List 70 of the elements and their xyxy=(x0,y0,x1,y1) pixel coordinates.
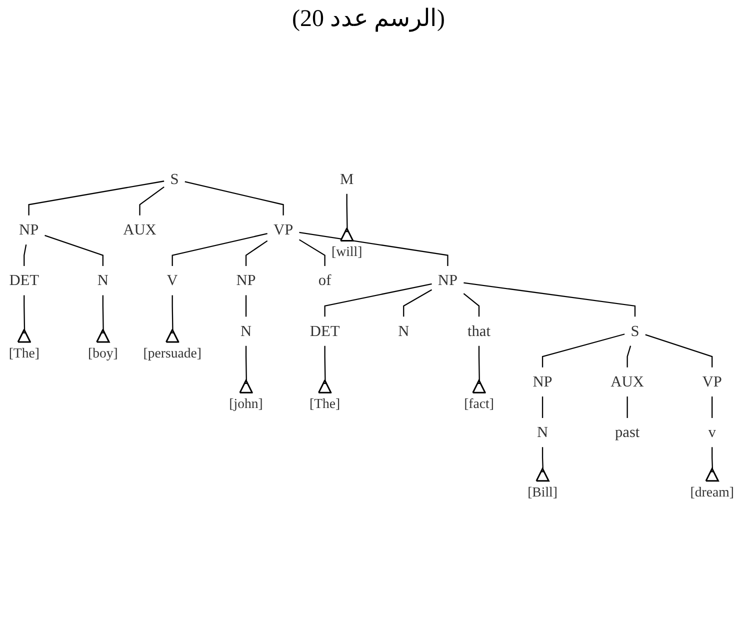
branch-line xyxy=(542,334,625,368)
branch-line xyxy=(403,289,432,317)
branch-line xyxy=(24,295,26,330)
branch-line xyxy=(346,194,348,229)
tree-label: NP xyxy=(438,272,458,290)
tree-label: that xyxy=(468,322,491,340)
branch-line xyxy=(299,232,448,266)
branch-line xyxy=(139,186,164,216)
tree-label: v xyxy=(708,424,716,441)
tree-label: NP xyxy=(19,222,39,238)
word-label: [boy] xyxy=(88,345,118,360)
triangle-symbol xyxy=(318,380,332,394)
tree-label: N xyxy=(537,424,548,441)
triangle-symbol xyxy=(705,468,719,482)
branch-line xyxy=(712,447,714,470)
branch-line xyxy=(245,295,247,317)
word-label: [john] xyxy=(229,396,263,411)
tree-label: M xyxy=(340,170,354,188)
word-label: [persuade] xyxy=(143,345,202,360)
tree-label: DET xyxy=(310,322,340,340)
branch-line xyxy=(542,396,544,418)
word-label: [dream] xyxy=(690,484,734,500)
branch-line xyxy=(463,293,480,317)
tree-label: N xyxy=(97,272,108,290)
tree-label: of xyxy=(318,272,332,290)
tree-label: VP xyxy=(702,373,722,390)
branch-line xyxy=(324,283,432,317)
branch-line xyxy=(626,396,628,418)
triangle-symbol xyxy=(165,328,180,343)
tree-label: DET xyxy=(9,272,40,290)
tree-label: N xyxy=(398,322,410,340)
figure-title: (الرسم عدد 20) xyxy=(292,5,445,33)
tree-label: N xyxy=(240,322,252,340)
triangle-symbol xyxy=(472,380,486,394)
tree-label: S xyxy=(170,170,179,188)
triangle-symbol xyxy=(17,328,32,343)
branch-line xyxy=(102,295,104,330)
tree-label: AUX xyxy=(610,373,644,390)
branch-line xyxy=(645,334,713,368)
tree-label: S xyxy=(630,322,640,340)
tree-label: past xyxy=(614,424,640,441)
triangle-symbol xyxy=(239,380,253,394)
word-label: [The] xyxy=(8,345,40,360)
tree-label: VP xyxy=(273,222,294,238)
branch-line xyxy=(44,234,104,266)
tree-label: NP xyxy=(532,373,552,390)
word-label: [fact] xyxy=(464,396,494,411)
word-label: [The] xyxy=(310,396,340,411)
branch-line xyxy=(184,181,284,216)
branch-line xyxy=(464,282,636,317)
branch-line xyxy=(626,346,632,368)
branch-line xyxy=(324,346,326,381)
branch-line xyxy=(478,346,480,381)
branch-line xyxy=(298,239,326,266)
triangle-symbol xyxy=(340,228,354,242)
triangle-symbol xyxy=(536,468,550,482)
triangle-symbol xyxy=(96,328,110,343)
branch-line xyxy=(24,244,27,266)
branch-line xyxy=(245,240,268,266)
branch-line xyxy=(712,396,713,418)
tree-label: NP xyxy=(236,272,256,290)
word-label: [Bill] xyxy=(528,484,558,500)
word-label: [will] xyxy=(332,244,362,260)
branch-line xyxy=(245,346,247,381)
branch-line xyxy=(542,447,544,470)
branch-line xyxy=(172,233,268,266)
tree-label: V xyxy=(166,272,178,290)
tree-label: AUX xyxy=(123,222,156,238)
branch-line xyxy=(28,180,164,216)
branch-line xyxy=(172,295,174,330)
